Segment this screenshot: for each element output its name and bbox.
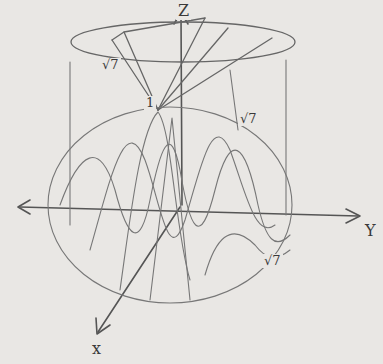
axis-label: Y: [363, 222, 378, 240]
wave-curve: [120, 112, 190, 290]
x-arrow: [96, 318, 110, 334]
axis-label: Z: [176, 2, 191, 20]
surface-line: [150, 118, 190, 300]
axes: [18, 12, 360, 334]
axis-label: √7: [100, 58, 121, 72]
cone-line: [158, 38, 272, 110]
cylinder-line: [285, 60, 286, 215]
surface: [48, 60, 292, 303]
wave-curve: [90, 137, 275, 250]
axis-label: 1: [144, 96, 156, 110]
axis-label: √7: [238, 112, 259, 126]
leader: [230, 70, 238, 130]
cone-line: [158, 28, 228, 110]
x-axis: [98, 207, 180, 332]
cylinder-line: [69, 62, 70, 225]
y-arrow: [346, 209, 360, 223]
axis-label: x: [90, 340, 103, 358]
cone-rim: [71, 22, 295, 62]
surface-outline: [48, 107, 292, 303]
wave-curve: [205, 234, 290, 275]
cone-line: [112, 40, 158, 110]
y-arrow-neg: [18, 200, 30, 214]
cone-edge: [112, 18, 205, 40]
axis-label: √7: [262, 254, 283, 268]
cone-line: [124, 32, 158, 110]
cone: [71, 18, 295, 110]
